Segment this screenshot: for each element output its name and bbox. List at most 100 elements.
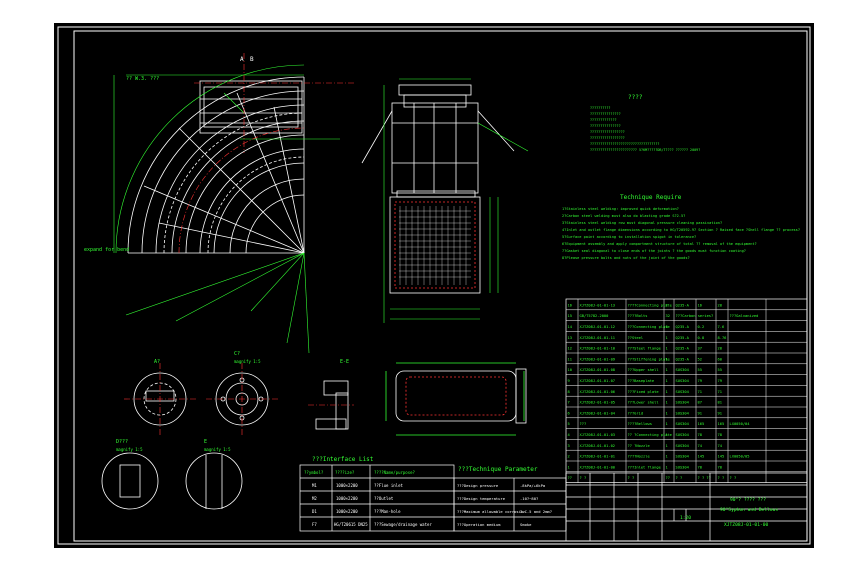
bom-cell: 16 xyxy=(698,303,702,307)
tech-require-list: 1?Stainless steel welding: improved quic… xyxy=(562,207,800,260)
interface-cell: M1 xyxy=(312,483,317,488)
note-line: ????????????????? xyxy=(590,130,625,134)
bom-border xyxy=(565,298,808,483)
bom-cell: 4 xyxy=(666,325,669,329)
detail-d-scale: magnify 1:5 xyxy=(116,447,143,452)
bom-cell: 1 xyxy=(568,465,570,469)
bom-cell: SUS304 xyxy=(676,379,690,383)
bom-cell: 165 xyxy=(718,422,725,426)
bom-cell: 0.8 xyxy=(698,336,705,340)
section-e-title: E-E xyxy=(340,359,349,365)
bom-cell: ? ? xyxy=(730,476,737,480)
parameter-value: -10?~80? xyxy=(520,496,538,501)
bom-cell: ? ? xyxy=(628,476,635,480)
parameter-name: ???Operation medium xyxy=(457,522,501,527)
bom-cell: 10 xyxy=(568,368,572,372)
interface-cell: ??Outlet xyxy=(374,496,394,501)
bom-cell: SUS304 xyxy=(676,368,690,372)
bom-cell: 1 xyxy=(666,368,668,372)
sheet-inner-border xyxy=(73,30,808,542)
front-view-dimensions xyxy=(383,78,529,323)
interface-cell: D1 xyxy=(312,509,317,514)
elbow-label: expand for bend xyxy=(84,247,129,253)
bom-cell: 1 xyxy=(666,390,668,394)
bom-cell: Q235-A xyxy=(676,303,690,307)
bom-cell: 71 xyxy=(698,390,702,394)
bom-cell: SUS304 xyxy=(676,444,690,448)
bom-cell: 28 xyxy=(718,347,722,351)
detail-c-title: C? xyxy=(234,351,240,357)
bom-cell: ???Grid xyxy=(628,411,644,415)
detail-d-view xyxy=(101,452,159,510)
interface-cell: ???Sewage/drainage water xyxy=(374,522,432,527)
detail-d-title: D??? xyxy=(116,439,128,445)
bom-cell: Q235-A xyxy=(676,325,690,329)
section-a-marker: A xyxy=(240,56,244,63)
bom-cell: XJTZ08J-01-01-05 xyxy=(580,401,616,405)
front-view xyxy=(361,84,515,198)
detail-e-scale: magnify 1:5 xyxy=(204,447,231,452)
interface-cell: 1000×2200 xyxy=(336,509,358,514)
bom-cell: ?? ?Nozzle xyxy=(628,444,650,448)
bom-cell: 145 xyxy=(718,455,725,459)
bom-cell: 7 xyxy=(568,401,570,405)
bom-cell: Q235-A xyxy=(676,336,690,340)
bom-cell: 79 xyxy=(698,379,702,383)
bom-cell: SUS304 xyxy=(676,390,690,394)
bom-cell: 16 xyxy=(568,303,572,307)
bom-cell: Q235-A xyxy=(676,347,690,351)
elbow-view xyxy=(127,76,305,254)
detail-e-title: E xyxy=(204,439,207,445)
bom-cell: ? ? xyxy=(580,476,587,480)
bom-cell: 1 xyxy=(666,379,668,383)
bom-cell: SUS304 xyxy=(676,401,690,405)
parameter-value: -8kPa/+6kPa xyxy=(520,483,545,488)
bom-cell: 14 xyxy=(568,325,573,329)
bom-cell: 1 xyxy=(666,336,668,340)
bom-cell: ???Steel flange xyxy=(628,347,661,351)
bom-cell: 55 xyxy=(718,368,722,372)
bom-cell: SUS304 xyxy=(676,422,690,426)
bom-cell: 81 xyxy=(718,401,722,405)
bom-cell: 11 xyxy=(568,357,572,361)
bom-cell: 1 xyxy=(666,357,668,361)
bom-cell: 78 xyxy=(718,465,722,469)
bom-cell: ??? xyxy=(580,422,587,426)
bom-cell: XJTZ08J-01-01-01 xyxy=(580,455,616,459)
bom-cell: 8.76 xyxy=(718,336,727,340)
bom-cell: XJTZ08J-01-01-06 xyxy=(580,390,616,394)
interface-cell: M2 xyxy=(312,496,317,501)
note-line: ??????????????????????? 5?KM?????DB/T???… xyxy=(590,148,700,152)
bom-cell: ???Baseplate xyxy=(628,379,655,383)
bom-cell: 71 xyxy=(718,390,722,394)
interface-table: ??ymbol? ????ize? ????Name/purpose? M1 1… xyxy=(299,464,455,532)
bom-cell: SUS304 xyxy=(676,411,690,415)
bom-cell: XJTZ08J-01-01-08 xyxy=(580,368,616,372)
detail-e-view xyxy=(185,452,243,510)
bom-cell: ???Stiffening plate xyxy=(628,357,670,361)
bom-cell: XJTZ08J-01-01-09 xyxy=(580,357,616,361)
bom-cell: ????Bolts xyxy=(628,314,648,318)
bom-cell: 1 xyxy=(666,433,668,437)
bom-cell: ???Galvanized xyxy=(730,314,759,318)
bom-cell: SUS304 xyxy=(676,433,690,437)
section-b-marker: B xyxy=(250,56,254,63)
bom-cell: ???Fixed plate xyxy=(628,390,659,394)
parameter-value: ?-C-5 and 2mm? xyxy=(520,509,552,514)
bom-cell: ??Steel xyxy=(628,336,644,340)
tech-require-title: Technique Require xyxy=(620,194,682,201)
parameters-title: ???Technique Parameter xyxy=(458,466,538,473)
bom-cell: ?? xyxy=(568,476,572,480)
bom-cell: ????Connecting plate xyxy=(628,303,672,307)
bom-cell: 4 xyxy=(568,433,571,437)
bom-cell: 145 xyxy=(698,455,705,459)
bom-cell: 1 xyxy=(666,444,668,448)
bom-cell: 1 xyxy=(666,347,668,351)
bom-cell: 91 xyxy=(718,411,722,415)
interface-cell: 1000×2200 xyxy=(336,496,358,501)
detail-c-scale: magnify 1:5 xyxy=(234,359,261,364)
bom-cell: 1 xyxy=(666,422,668,426)
detail-a-title: A? xyxy=(154,359,160,365)
drawing-sheet: ?? W.3. ??? expand for bend A B xyxy=(54,23,814,548)
tech-line: 6?Equipment assembly and apply compartme… xyxy=(562,242,757,246)
